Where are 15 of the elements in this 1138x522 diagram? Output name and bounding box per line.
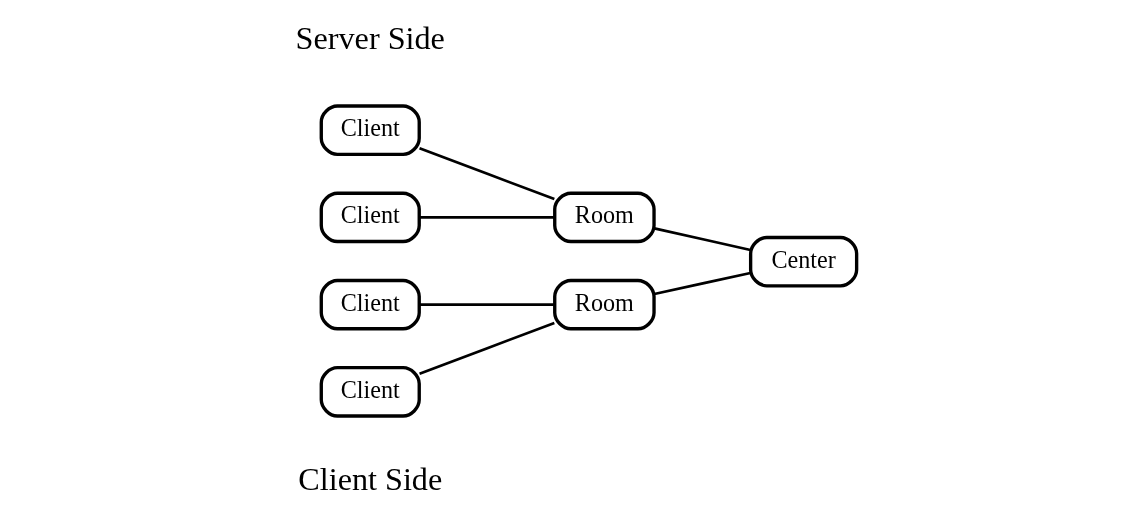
node-box: Client (319, 278, 421, 331)
node-box: Room (552, 278, 656, 331)
connector (653, 271, 751, 296)
node-box: Room (552, 191, 656, 244)
label: Server Side (295, 19, 445, 56)
connector (653, 227, 751, 252)
node-box: Client (319, 104, 421, 156)
connector (419, 303, 554, 306)
node-box: Client (319, 191, 421, 244)
node-box: Center (748, 235, 858, 288)
connector (418, 147, 555, 201)
node-box: Client (319, 366, 421, 418)
label: Client Side (297, 461, 442, 498)
connector (419, 216, 554, 219)
connector (418, 321, 555, 375)
